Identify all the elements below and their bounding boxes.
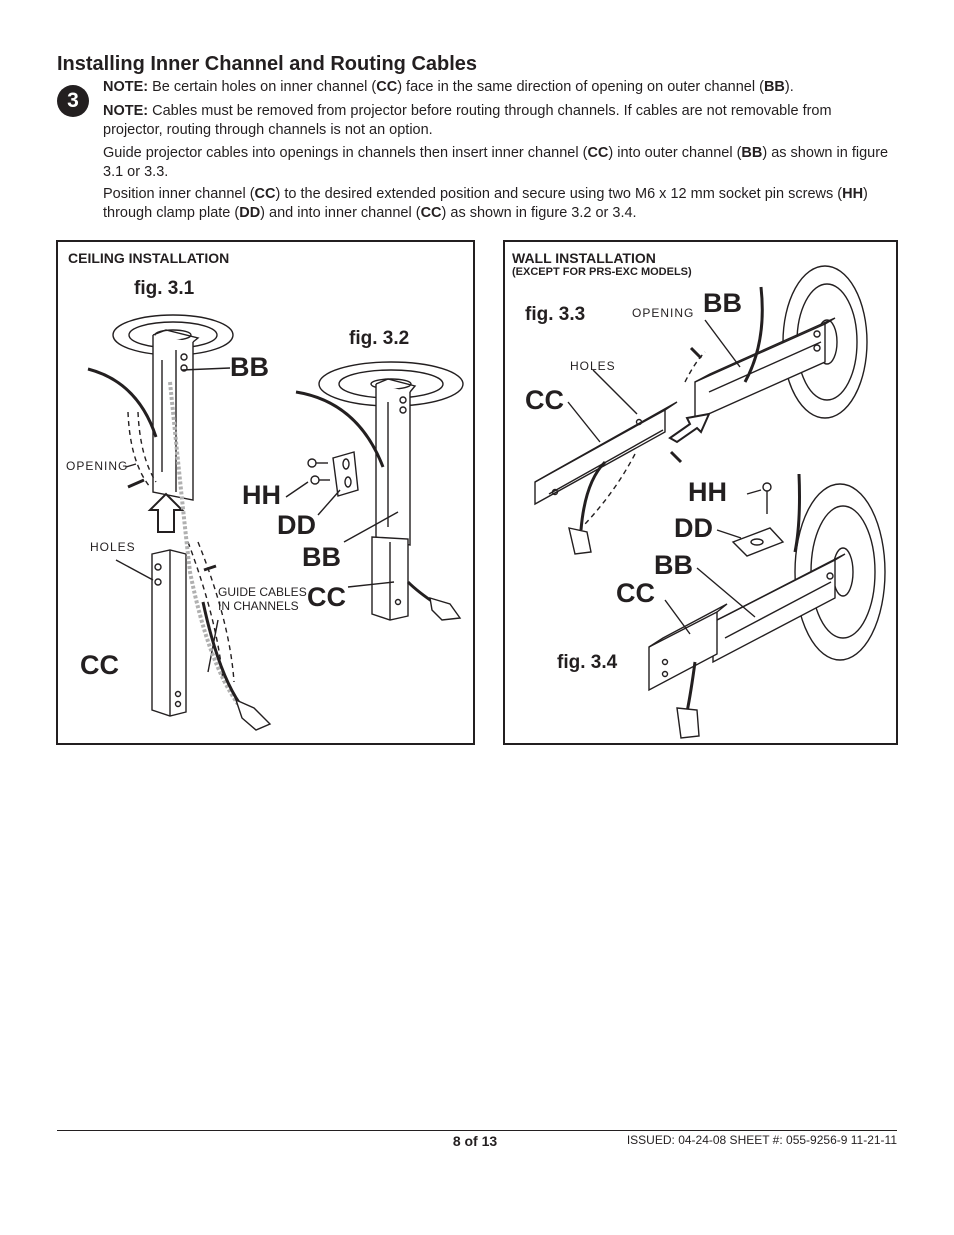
section-title: Installing Inner Channel and Routing Cab… <box>57 53 478 75</box>
callout-cc-wall-3-4: CC <box>616 578 655 608</box>
wall-installation-illustration <box>534 265 886 739</box>
callout-bb-wall-3-3: BB <box>703 288 742 318</box>
page-number: 8 of 13 <box>452 1133 498 1149</box>
callout-hh-wall: HH <box>688 477 727 507</box>
holes-label-wall: HOLES <box>570 359 616 373</box>
guide-cables-label: GUIDE CABLES IN CHANNELS <box>218 585 307 613</box>
wall-installation-subtitle: (EXCEPT FOR PRS-EXC MODELS) <box>512 266 692 278</box>
callout-dd-wall: DD <box>674 513 713 543</box>
callout-cc-ceiling-3-2: CC <box>307 582 346 612</box>
fig-3-1-label: fig. 3.1 <box>134 278 195 299</box>
footer-divider <box>57 1130 897 1131</box>
wall-installation-title: WALL INSTALLATION <box>512 250 656 266</box>
ceiling-installation-title: CEILING INSTALLATION <box>68 250 230 266</box>
callout-bb-ceiling-3-1: BB <box>230 352 269 382</box>
fig-3-4-label: fig. 3.4 <box>557 652 618 673</box>
holes-label-ceiling: HOLES <box>90 540 136 554</box>
step-number-badge: 3 <box>57 85 89 117</box>
callout-cc-ceiling-3-1: CC <box>80 650 119 680</box>
fig-3-3-label: fig. 3.3 <box>525 304 586 325</box>
issued-sheet-info: ISSUED: 04-24-08 SHEET #: 055-9256-9 11-… <box>626 1133 897 1147</box>
ceiling-installation-illustration <box>87 314 464 731</box>
opening-label-wall: OPENING <box>632 306 695 320</box>
instruction-paragraph-2: Position inner channel (CC) to the desir… <box>103 186 868 221</box>
callout-bb-ceiling-3-2: BB <box>302 542 341 572</box>
callout-hh-ceiling: HH <box>242 480 281 510</box>
ceiling-installation-panel: CEILING INSTALLATION fig. 3.1 fig. 3.2 B… <box>56 240 475 745</box>
callout-cc-wall-3-3: CC <box>525 385 564 415</box>
opening-label-ceiling: OPENING <box>66 459 129 473</box>
note-paragraph-2: NOTE: Cables must be removed from projec… <box>103 103 832 138</box>
instruction-paragraph-1: Guide projector cables into openings in … <box>103 145 889 180</box>
callout-bb-wall-3-4: BB <box>654 550 693 580</box>
callout-dd-ceiling: DD <box>277 510 316 540</box>
wall-installation-panel: WALL INSTALLATION (EXCEPT FOR PRS-EXC MO… <box>503 240 898 745</box>
fig-3-2-label: fig. 3.2 <box>349 328 410 349</box>
note-paragraph-1: NOTE: Be certain holes on inner channel … <box>103 79 794 95</box>
